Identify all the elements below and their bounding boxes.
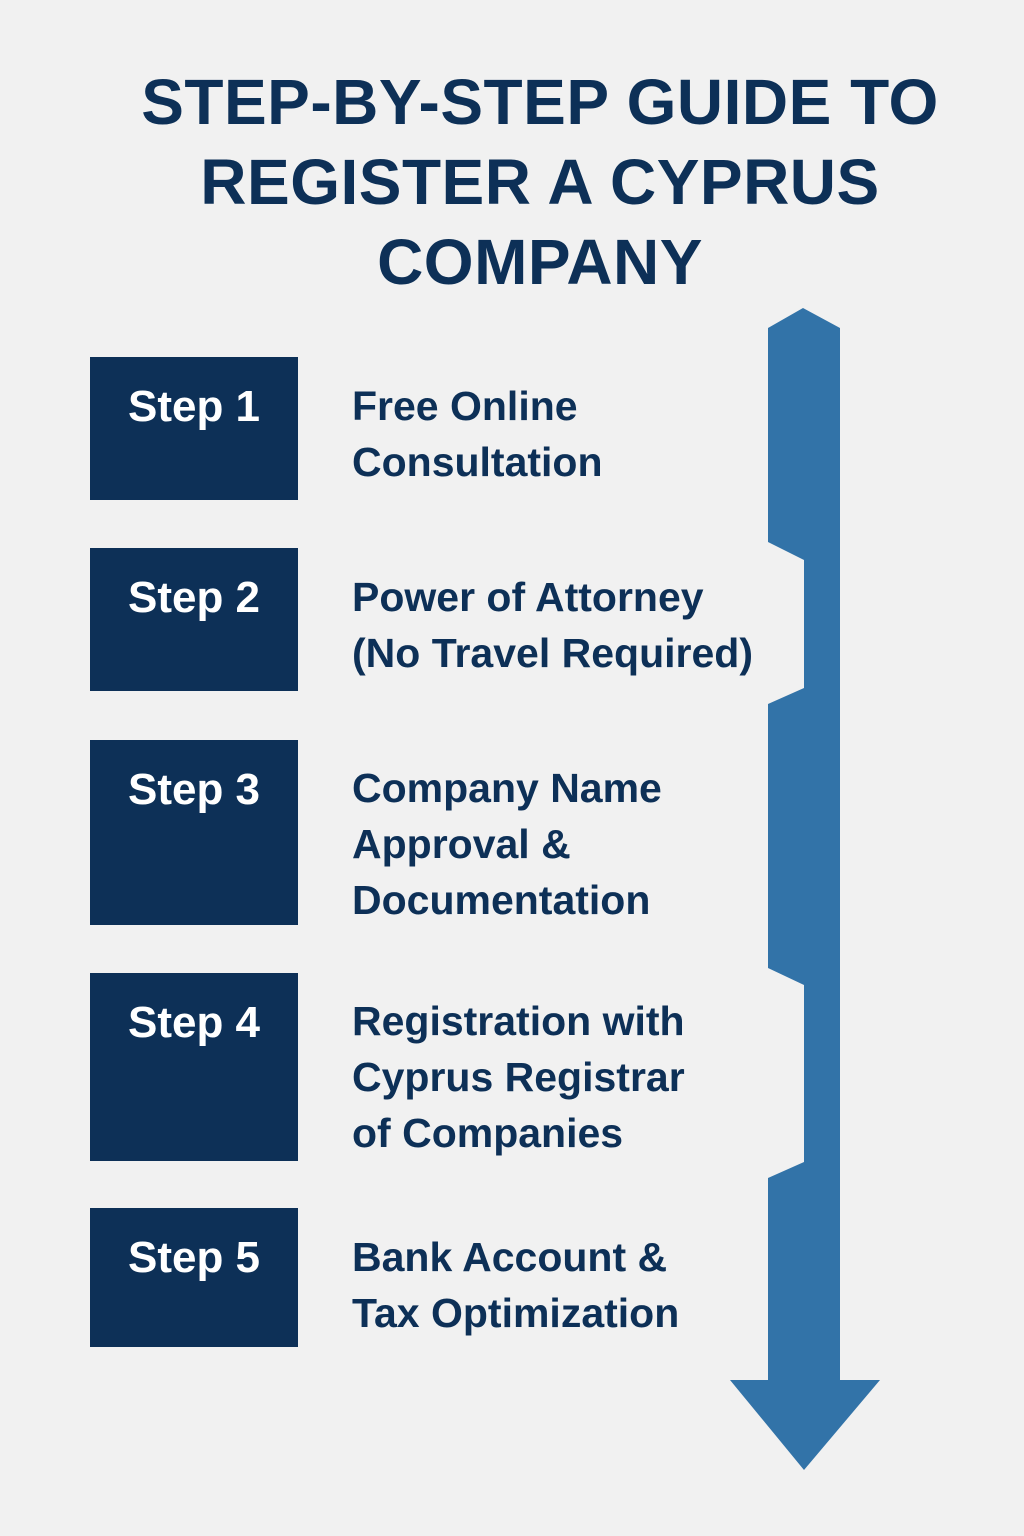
step-5-line-1: Bank Account &	[352, 1234, 668, 1280]
step-2-line-2: (No Travel Required)	[352, 630, 753, 676]
step-2-label: Step 2	[127, 573, 261, 622]
title-line-2: REGISTER A CYPRUS	[200, 146, 880, 218]
step-3-line-1: Company Name	[352, 765, 662, 811]
step-2-description: Power of Attorney (No Travel Required)	[352, 569, 792, 681]
step-4-line-2: Cyprus Registrar	[352, 1054, 685, 1100]
step-4-box: Step 4	[90, 973, 298, 1161]
step-5-box: Step 5	[90, 1208, 298, 1347]
step-1-line-1: Free Online	[352, 383, 578, 429]
step-4-line-3: of Companies	[352, 1110, 624, 1156]
step-1-box: Step 1	[90, 357, 298, 500]
step-2-box: Step 2	[90, 548, 298, 691]
page-title: STEP-BY-STEP GUIDE TO REGISTER A CYPRUS …	[90, 62, 990, 302]
step-1-description: Free Online Consultation	[352, 378, 792, 490]
step-4-line-1: Registration with	[352, 998, 685, 1044]
step-1-line-2: Consultation	[352, 439, 603, 485]
step-5-line-2: Tax Optimization	[352, 1290, 680, 1336]
step-1-label: Step 1	[127, 382, 261, 431]
step-3-line-3: Documentation	[352, 877, 651, 923]
step-4-label: Step 4	[127, 998, 261, 1047]
step-3-box: Step 3	[90, 740, 298, 925]
step-2-line-1: Power of Attorney	[352, 574, 704, 620]
step-5-description: Bank Account & Tax Optimization	[352, 1229, 792, 1341]
step-3-description: Company Name Approval & Documentation	[352, 760, 792, 928]
title-line-3: COMPANY	[377, 226, 703, 298]
step-3-label: Step 3	[127, 765, 261, 814]
title-line-1: STEP-BY-STEP GUIDE TO	[141, 66, 939, 138]
step-5-label: Step 5	[127, 1233, 261, 1282]
step-4-description: Registration with Cyprus Registrar of Co…	[352, 993, 792, 1161]
step-3-line-2: Approval &	[352, 821, 571, 867]
flow-arrow-shape	[730, 308, 880, 1470]
